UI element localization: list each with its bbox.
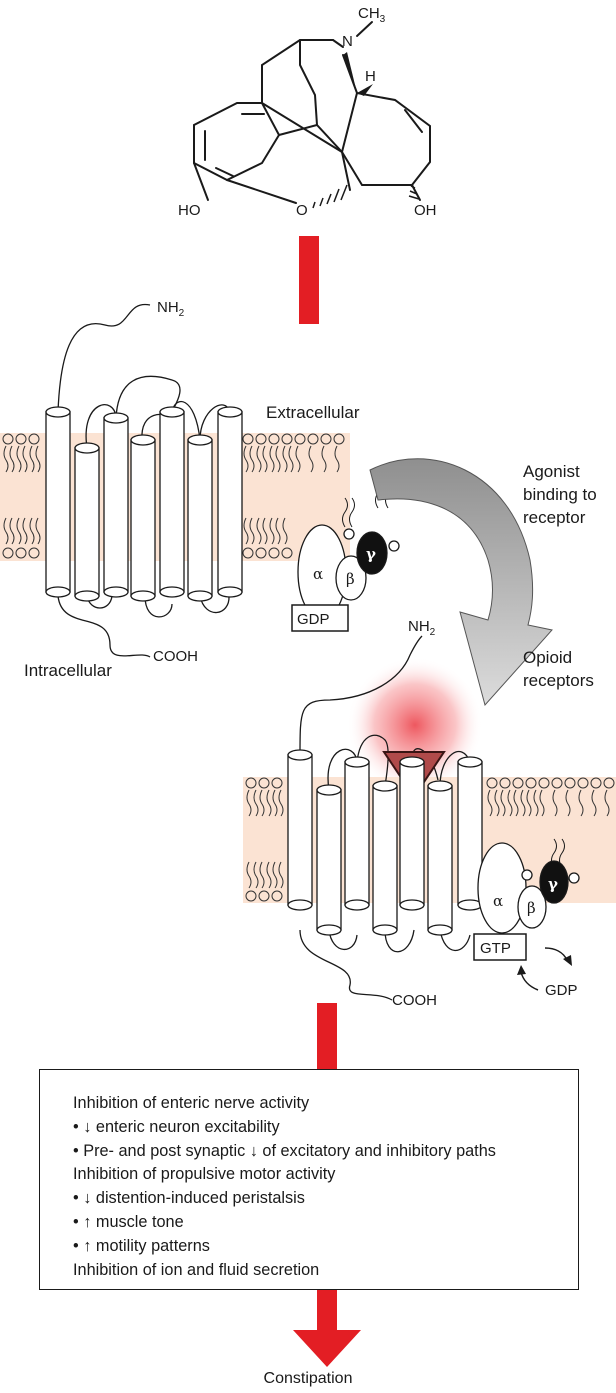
effect-item: • ↓ enteric neuron excitability	[73, 1117, 280, 1136]
c-terminus-bottom-label: COOH	[392, 992, 437, 1009]
red-connector-top	[299, 236, 319, 324]
helix	[217, 406, 243, 598]
gtp-box	[473, 933, 527, 961]
helix	[130, 434, 156, 602]
opioid-receptors-label-1: Opioid	[523, 648, 572, 667]
c-terminus-top-label: COOH	[153, 648, 198, 665]
hydroxyl-right-label: OH	[414, 202, 437, 219]
effects-box: Inhibition of enteric nerve activity • ↓…	[39, 1069, 579, 1290]
helix	[344, 756, 370, 911]
gdp-released-label: GDP	[545, 982, 578, 999]
effect-heading-motor: Inhibition of propulsive motor activity	[73, 1165, 336, 1184]
n-terminus-top-label: NH2	[157, 299, 185, 319]
g-beta-subunit	[335, 555, 367, 601]
helix	[399, 756, 425, 911]
g-beta-subunit	[517, 885, 547, 929]
gdp-label: GDP	[297, 611, 330, 628]
g-alpha-label: α	[493, 892, 503, 910]
helix	[103, 412, 129, 598]
g-beta-label: β	[527, 899, 536, 917]
effect-heading-nerve: Inhibition of enteric nerve activity	[73, 1094, 310, 1112]
n-terminus-bottom-label: NH2	[408, 618, 436, 638]
g-gamma-subunit	[539, 860, 569, 904]
g-protein-top	[297, 478, 400, 620]
effect-item: • ↑ muscle tone	[73, 1212, 184, 1231]
intracellular-label: Intracellular	[24, 661, 112, 680]
morphine-structure	[193, 21, 431, 204]
constipation-arrow	[293, 1290, 361, 1367]
wedge-bond	[357, 84, 373, 96]
release-arrowhead	[563, 955, 572, 966]
red-connector-middle	[317, 1003, 337, 1069]
helix	[74, 442, 100, 602]
receptor-bottom-helices	[287, 749, 483, 936]
outcome-label: Constipation	[263, 1370, 353, 1387]
gdp-box	[291, 604, 349, 632]
effect-heading-secretion: Inhibition of ion and fluid secretion	[73, 1260, 320, 1279]
receptor-top-loops	[57, 303, 231, 658]
helix	[45, 406, 71, 598]
effect-item: • ↑ motility patterns	[73, 1236, 210, 1255]
release-arrowhead	[517, 965, 526, 975]
helix	[287, 749, 313, 911]
helix	[316, 784, 342, 936]
helix	[187, 434, 213, 602]
g-protein-bottom	[477, 838, 580, 934]
agonist-binding-label-1: Agonist	[523, 462, 580, 481]
oxygen-label: O	[296, 202, 308, 219]
wedge-bond	[343, 52, 357, 93]
hashed-bond	[312, 184, 348, 209]
helix	[372, 780, 398, 936]
receptor-top-helices	[45, 406, 243, 602]
g-gamma-subunit	[356, 531, 388, 575]
extracellular-label: Extracellular	[266, 403, 360, 422]
effects-list: Inhibition of enteric nerve activity • ↓…	[40, 1070, 578, 1282]
helix	[427, 780, 453, 936]
hashed-bond	[408, 185, 420, 200]
hydrogen-label: H	[365, 68, 376, 85]
hydroxyl-left-label: HO	[178, 202, 201, 219]
agonist-binding-label-2: binding to	[523, 485, 597, 504]
opioid-receptors-label-2: receptors	[523, 671, 594, 690]
agonist-binding-arrow	[369, 458, 553, 707]
g-gamma-label: γ	[548, 875, 558, 893]
effect-item: • Pre- and post synaptic ↓ of excitatory…	[73, 1141, 496, 1160]
g-alpha-subunit	[477, 842, 527, 934]
methyl-label: CH3	[358, 5, 386, 25]
binding-glow	[347, 657, 483, 793]
nitrogen-label: N	[342, 33, 353, 50]
g-alpha-label: α	[313, 565, 323, 583]
helix	[159, 406, 185, 598]
agonist-binding-label-3: receptor	[523, 508, 586, 527]
receptor-bottom-loops	[299, 635, 471, 1001]
gtp-label: GTP	[480, 940, 511, 957]
effect-item: • ↓ distention-induced peristalsis	[73, 1189, 305, 1208]
g-gamma-label: γ	[366, 545, 376, 563]
g-beta-label: β	[346, 570, 355, 588]
